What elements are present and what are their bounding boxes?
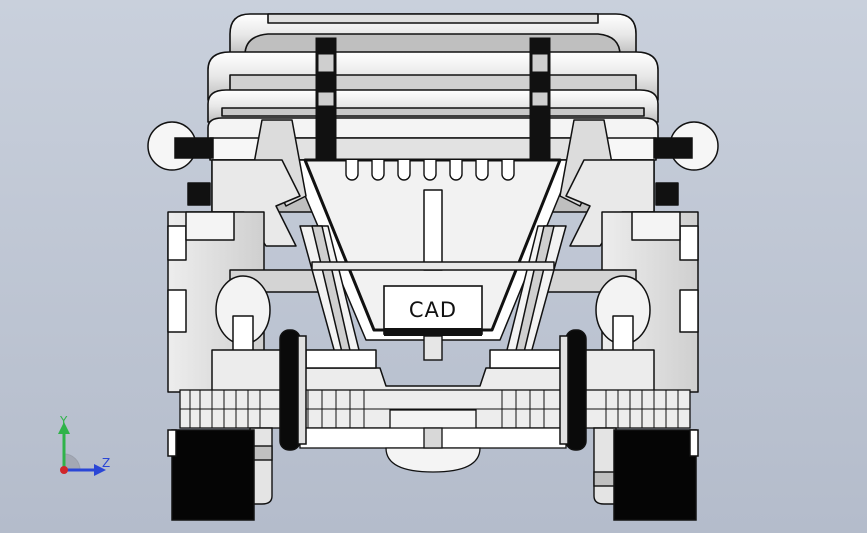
inner-wheels xyxy=(279,329,587,451)
rear-wheel-hubs xyxy=(249,427,617,505)
triad-graphic: Y Z xyxy=(58,414,110,476)
front-beam xyxy=(179,389,691,473)
z-axis-arrow-icon xyxy=(94,464,106,476)
body-upper xyxy=(187,119,679,341)
z-axis-label: Z xyxy=(102,456,110,470)
y-axis-arrow-icon xyxy=(58,422,70,434)
bar-side-lights xyxy=(147,121,719,171)
license-plate: CAD xyxy=(383,285,483,361)
x-axis-origin-icon xyxy=(60,466,68,474)
front-tires xyxy=(167,429,699,521)
body-main xyxy=(167,211,699,393)
roof-straps xyxy=(315,37,551,165)
orientation-triad[interactable]: Y Z xyxy=(40,408,130,488)
plate-label: CAD xyxy=(409,298,457,322)
y-axis-label: Y xyxy=(59,414,68,428)
